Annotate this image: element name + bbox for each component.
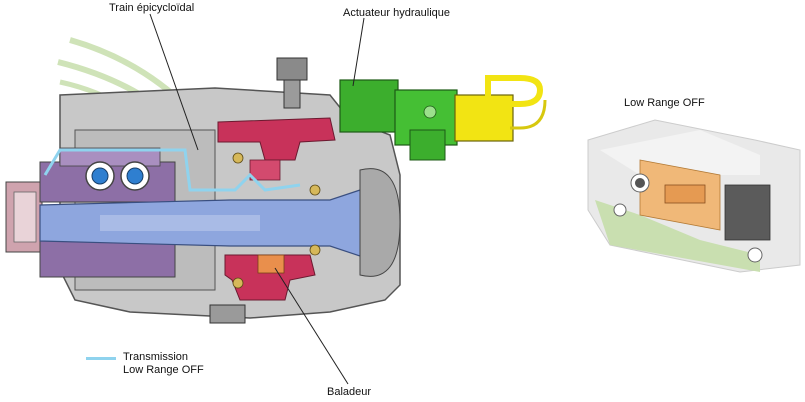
breather-bolt [276, 57, 308, 81]
label-sliding-sleeve: Baladeur [327, 386, 372, 398]
leader-sleeve [274, 267, 349, 385]
ring-4 [309, 244, 321, 256]
inset-dark-block [724, 184, 771, 241]
inset-orange-teeth [664, 184, 706, 204]
ring-1 [232, 152, 244, 164]
sleeve-orange-part [257, 254, 285, 274]
breather-stem [283, 79, 301, 109]
power-flow-line [43, 148, 301, 192]
leader-lines [149, 13, 365, 385]
output-flange [359, 168, 401, 277]
sliding-sleeve [224, 254, 316, 301]
transmission-cutaway [5, 37, 401, 324]
label-hydraulic-actuator: Actuateur hydraulique [343, 7, 451, 19]
ring-3 [309, 184, 321, 196]
yellow-cable-2 [510, 99, 547, 130]
legend-line-2: Low Range OFF [123, 364, 204, 376]
shift-fork-upper [217, 117, 336, 161]
shift-fork-tip-upper [249, 159, 281, 181]
actuator-body [339, 79, 399, 133]
input-flange-inner [13, 191, 37, 243]
inset-bearing-low [613, 203, 627, 217]
actuator-port [423, 105, 437, 119]
legend-line-1: Transmission [123, 351, 188, 363]
inset-title: Low Range OFF [624, 97, 705, 109]
hydraulic-actuator [339, 75, 547, 161]
leader-actuator [352, 17, 365, 87]
bearing-right-ball [126, 167, 144, 185]
main-shaft-highlight [100, 215, 260, 231]
actuator-lower [409, 129, 446, 161]
inset-bearing-top-ball [635, 178, 645, 188]
ring-2 [232, 277, 244, 289]
yellow-solenoid [454, 94, 514, 142]
yellow-cable [485, 75, 544, 107]
label-planetary-gear: Train épicycloïdal [109, 2, 195, 14]
drain-plug [209, 304, 246, 324]
inset-bearing-right [747, 247, 763, 263]
leader-planetary [149, 13, 199, 151]
bearing-left-ball [91, 167, 109, 185]
legend-swatch [86, 357, 116, 360]
inset-green-strip [595, 200, 760, 272]
inset-detail [587, 119, 801, 273]
